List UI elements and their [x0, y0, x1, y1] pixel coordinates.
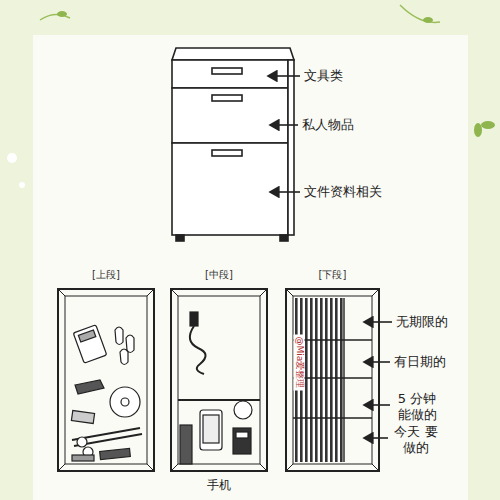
- shelf-panel: [中段]: [170, 288, 268, 472]
- callout-label: 今天 要做的: [394, 424, 438, 455]
- callout-label: 手机: [199, 478, 239, 492]
- callout-label: 文件资料相关: [304, 184, 404, 200]
- panel-heading: [中段]: [172, 268, 266, 282]
- label-slot: 今天 要做的: [394, 424, 438, 455]
- callout-label: 私人物品: [302, 117, 392, 133]
- callout-label: 5 分钟 能做的: [395, 391, 439, 422]
- label-slot: 有日期的: [394, 354, 464, 370]
- label-slot: 5 分钟 能做的: [395, 391, 439, 422]
- callout-label: 有日期的: [394, 354, 464, 370]
- panel-heading: [下段]: [287, 268, 378, 282]
- panel-heading: [上段]: [59, 268, 153, 282]
- label-slot: 文具类: [304, 68, 394, 84]
- label-slot: 无期限的: [396, 314, 466, 330]
- label-slot: 手机: [199, 478, 239, 492]
- shelf-panel: [上段]: [57, 288, 155, 472]
- callout-label: 文具类: [304, 68, 394, 84]
- label-slot: 文件资料相关: [304, 184, 404, 200]
- callout-label: 无期限的: [396, 314, 466, 330]
- label-slot: @Mia爱整理: [293, 335, 312, 425]
- label-slot: 私人物品: [302, 117, 392, 133]
- watermark: @Mia爱整理: [294, 335, 305, 391]
